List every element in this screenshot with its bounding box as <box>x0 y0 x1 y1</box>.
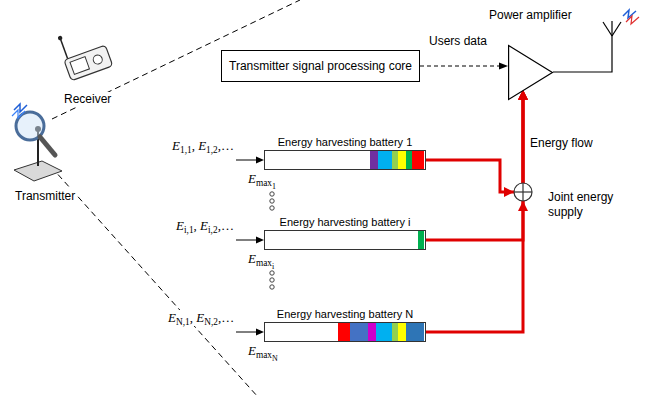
battery-label: Energy harvesting battery 1 <box>264 135 426 149</box>
energy-packet <box>370 151 378 169</box>
energy-flow-arrow <box>426 98 523 192</box>
math-symbol: E <box>200 218 208 233</box>
energy-packet <box>376 323 392 341</box>
math-subscript: 1,1 <box>180 145 192 155</box>
battery-bar <box>264 230 426 250</box>
battery-block: Energy harvesting battery N <box>264 307 426 342</box>
energy-packet <box>406 323 424 341</box>
adder-symbol <box>522 183 523 201</box>
math-subscript: N,2 <box>204 317 218 327</box>
energy-packet <box>350 323 368 341</box>
arrow-head <box>504 187 514 197</box>
energy-packet <box>368 323 376 341</box>
energy-flow-arrow <box>426 98 523 332</box>
math-subscript: i <box>272 262 274 271</box>
math-subscript: maxN <box>256 350 278 360</box>
text-label: Transmitter <box>13 189 77 204</box>
math-subscript: N,1 <box>176 317 190 327</box>
energy-symbol: Ei,1, Ei,2,… <box>174 218 236 234</box>
box-text: Transmitter signal processing core <box>229 59 412 74</box>
edge-label: Users data <box>427 34 489 49</box>
energy-symbol: Emaxi <box>246 251 276 267</box>
battery-label: Energy harvesting battery i <box>264 215 426 229</box>
energy-packet <box>378 151 392 169</box>
amplifier-outline <box>508 45 553 100</box>
math-subscript: maxi <box>256 258 274 268</box>
math-subscript: 1 <box>272 182 276 191</box>
receiver-icon <box>56 22 113 80</box>
math-symbol: E <box>248 171 256 186</box>
text-label: Receiver <box>62 92 113 107</box>
math-subscript: N <box>272 354 278 363</box>
amplifier-label: Power amplifier <box>487 8 574 23</box>
energy-symbol: EN,1, EN,2,… <box>166 310 236 326</box>
data-flow-arrow <box>420 66 501 67</box>
adder-symbol <box>514 183 532 201</box>
math-symbol: E <box>198 138 206 153</box>
energy-symbol: Emax1 <box>246 171 278 187</box>
transmitter-icon <box>12 104 62 181</box>
energy-packet <box>398 323 406 341</box>
math-subscript: max1 <box>256 178 276 188</box>
energy-packet <box>412 151 424 169</box>
math-symbol: E <box>248 343 256 358</box>
text-label: Joint energy supply <box>546 190 628 220</box>
math-symbol: E <box>196 310 204 325</box>
math-symbol: E <box>176 218 184 233</box>
battery-block: Energy harvesting battery 1 <box>264 135 426 170</box>
battery-bar <box>264 322 426 342</box>
math-symbol: E <box>248 251 256 266</box>
math-subscript: i,1 <box>184 225 194 235</box>
energy-packet <box>398 151 406 169</box>
energy-flow-arrow <box>426 98 523 240</box>
energy-packet <box>338 323 350 341</box>
coverage-boundary <box>58 175 258 397</box>
energy-symbol: E1,1, E1,2,… <box>170 138 236 154</box>
math-symbol: E <box>172 138 180 153</box>
text-label: Energy flow <box>528 136 595 151</box>
battery-label: Energy harvesting battery N <box>264 307 426 321</box>
math-subscript: 1,2 <box>206 145 218 155</box>
energy-symbol: EmaxN <box>246 343 280 359</box>
arrow-head <box>518 201 528 211</box>
amplifier-triangle: Power amplifier <box>508 45 553 100</box>
math-symbol: E <box>168 310 176 325</box>
process-box: Transmitter signal processing core <box>221 50 420 82</box>
battery-block: Energy harvesting battery i <box>264 215 426 250</box>
battery-bar <box>264 150 426 170</box>
energy-packet <box>418 231 424 249</box>
math-subscript: i,2 <box>208 225 218 235</box>
amplifier-outline <box>509 46 553 100</box>
